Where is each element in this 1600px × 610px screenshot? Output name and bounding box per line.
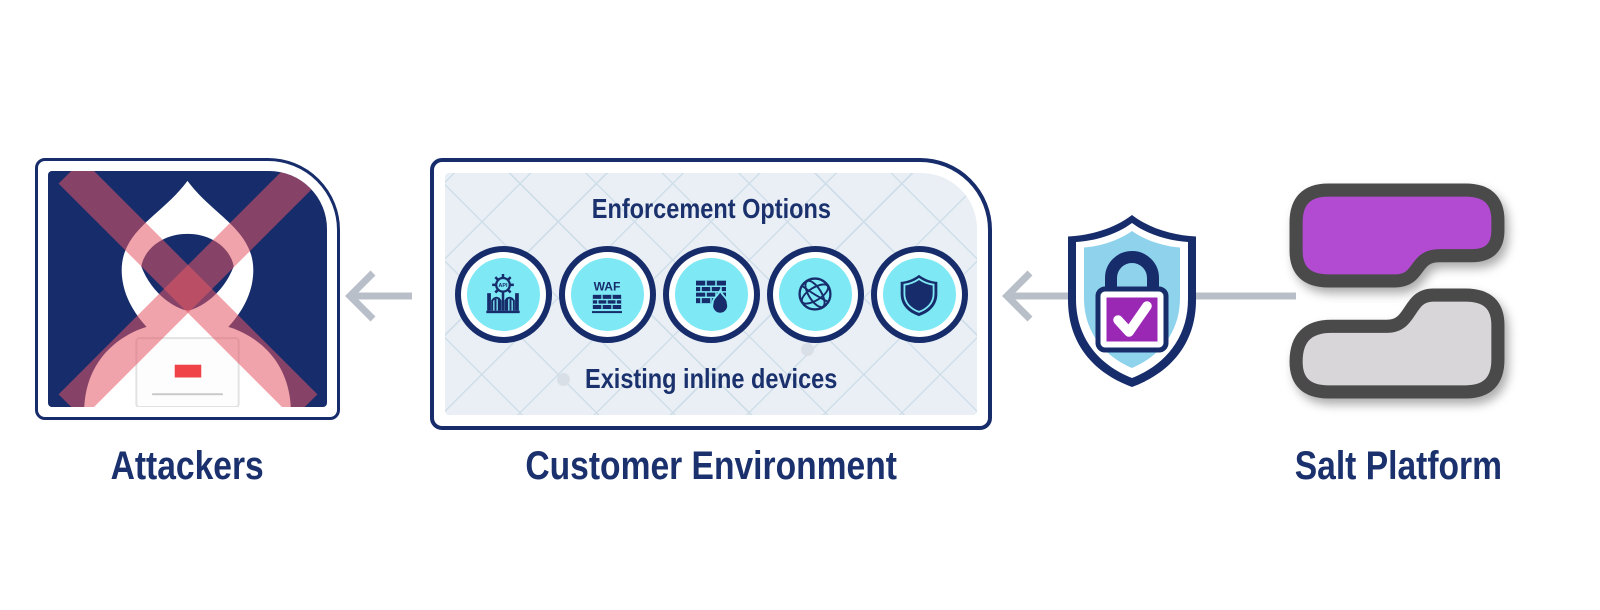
salt-platform-logo — [1289, 183, 1505, 399]
firewall-icon — [696, 280, 729, 315]
enforcement-options-title: Enforcement Options — [591, 193, 831, 225]
customer-environment-label: Customer Environment — [525, 444, 897, 488]
network-globe-icon — [798, 277, 832, 311]
attackers-panel-inner — [48, 171, 327, 407]
existing-inline-devices-subtitle: Existing inline devices — [584, 362, 838, 394]
arrow-left-to-attackers — [345, 270, 412, 322]
waf-icon: WAF — [592, 280, 622, 314]
checkmark — [1113, 301, 1152, 337]
enforcement-circle-api-gateway: API — [454, 245, 552, 343]
enforcement-circle-network-globe — [766, 245, 864, 343]
enforcement-circle-waf: WAF — [558, 245, 656, 343]
enforcement-circle-shield — [870, 245, 968, 343]
enforcement-circle-firewall — [662, 245, 760, 343]
enforcement-icons-row: API — [454, 245, 968, 343]
shield-icon — [900, 274, 938, 317]
salt-platform-label: Salt Platform — [1294, 444, 1502, 488]
api-gateway-icon: API — [486, 274, 520, 314]
attackers-panel — [35, 158, 340, 420]
laptop-logo — [174, 364, 202, 378]
svg-text:API: API — [499, 283, 508, 289]
salt-protection-shield-icon — [1068, 215, 1196, 387]
svg-text:WAF: WAF — [594, 280, 621, 294]
check-lock-icon — [1095, 251, 1169, 353]
customer-environment-panel: Enforcement Options — [445, 173, 977, 415]
customer-environment-box: Enforcement Options — [430, 158, 992, 430]
pattern-dot — [801, 343, 814, 356]
pattern-dot — [557, 373, 570, 386]
attackers-label: Attackers — [110, 444, 265, 488]
